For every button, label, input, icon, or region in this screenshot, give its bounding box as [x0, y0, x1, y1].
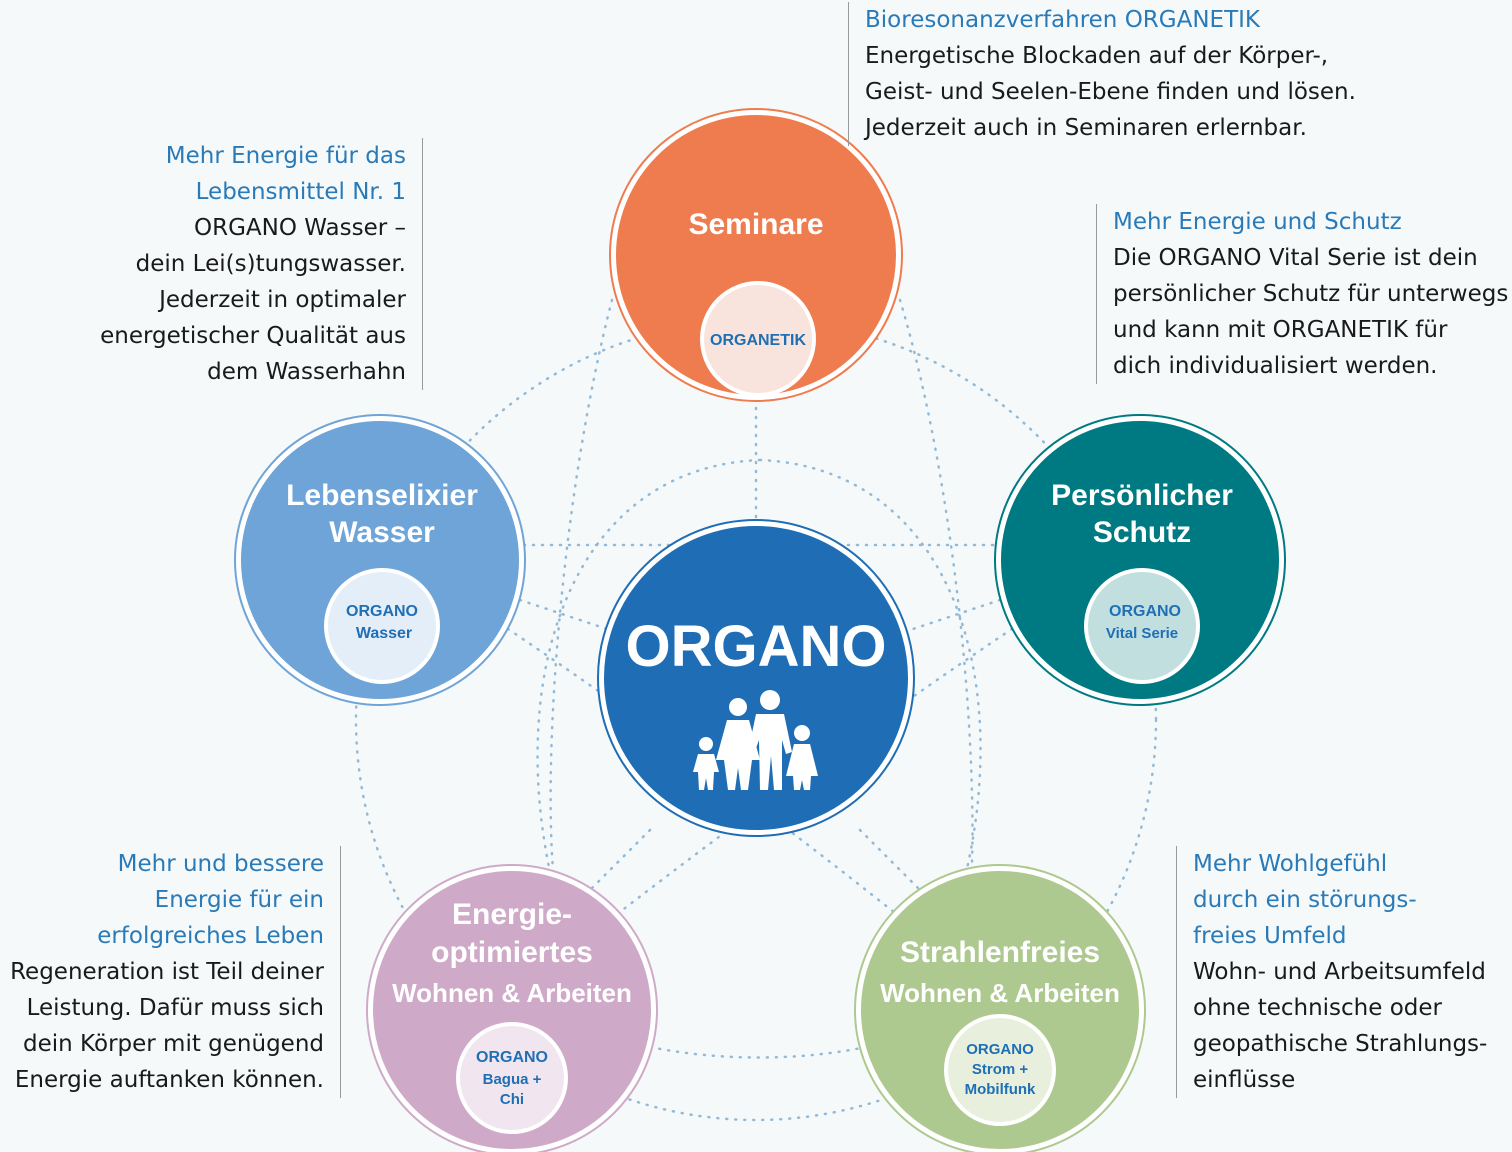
node-energie-inner-line3: Chi	[500, 1091, 524, 1108]
text-bottom-left-body-2: Leistung. Dafür muss sich	[26, 995, 324, 1021]
node-strahlen-inner-line2: Strom +	[972, 1061, 1029, 1078]
text-top-right-body-3: und kann mit ORGANETIK für	[1113, 317, 1448, 343]
center-title: ORGANO	[626, 614, 887, 679]
text-top-left-body-5: dem Wasserhahn	[207, 359, 406, 385]
node-energie-inner-line2: Bagua +	[483, 1071, 542, 1088]
text-top: Bioresonanzverfahren ORGANETIK Energetis…	[848, 2, 1385, 146]
text-bottom-left-heading-3: erfolgreiches Leben	[97, 923, 324, 949]
text-bottom-right-body-3: geopathische Strahlungs-	[1193, 1031, 1488, 1057]
text-bottom-right-body-2: ohne technische oder	[1193, 995, 1442, 1021]
node-wasser: Lebenselixier Wasser ORGANO Wasser	[234, 414, 526, 706]
text-bottom-right-heading-1: Mehr Wohlgefühl	[1193, 851, 1388, 877]
node-wasser-title-line1: Lebenselixier	[286, 479, 478, 512]
text-bottom-right-heading-3: freies Umfeld	[1193, 923, 1347, 949]
text-top-left-heading-2: Lebensmittel Nr. 1	[195, 179, 406, 205]
node-strahlen: Strahlenfreies Wohnen & Arbeiten ORGANO …	[854, 864, 1146, 1152]
text-bottom-left-body-1: Regeneration ist Teil deiner	[10, 959, 324, 985]
node-schutz-title-line1: Persönlicher	[1051, 479, 1233, 512]
text-bottom-right-heading-2: durch ein störungs-	[1193, 887, 1417, 913]
text-top-left-body-4: energetischer Qualität aus	[100, 323, 406, 349]
node-energie-title-line3: Wohnen & Arbeiten	[392, 978, 632, 1008]
node-schutz: Persönlicher Schutz ORGANO Vital Serie	[994, 414, 1286, 706]
node-seminare: Seminare ORGANETIK	[609, 108, 903, 402]
node-strahlen-inner-line3: Mobilfunk	[965, 1081, 1036, 1098]
text-top-left-heading-1: Mehr Energie für das	[165, 143, 406, 169]
node-strahlen-inner-line1: ORGANO	[966, 1041, 1034, 1058]
node-schutz-inner-line2: Vital Serie	[1106, 625, 1178, 642]
text-bottom-left-heading-2: Energie für ein	[154, 887, 324, 913]
text-top-body-1: Energetische Blockaden auf der Körper-,	[865, 43, 1329, 69]
text-top-body-3: Jederzeit auch in Seminaren erlernbar.	[865, 115, 1307, 141]
node-energie: Energie- optimiertes Wohnen & Arbeiten O…	[366, 864, 658, 1152]
family-icon	[693, 690, 818, 790]
node-schutz-inner-line1: ORGANO	[1109, 603, 1181, 620]
text-top-body-2: Geist- und Seelen-Ebene finden und lösen…	[865, 79, 1356, 105]
text-top-left-body-2: dein Lei(s)tungswasser.	[135, 251, 406, 277]
text-top-left-body-1: ORGANO Wasser –	[193, 215, 406, 241]
text-bottom-left: Mehr und bessere Energie für ein erfolgr…	[0, 846, 341, 1098]
node-wasser-title-line2: Wasser	[329, 516, 435, 549]
text-top-left-body-3: Jederzeit in optimaler	[159, 287, 406, 313]
node-wasser-inner-line1: ORGANO	[346, 603, 418, 620]
text-bottom-right-body-1: Wohn- und Arbeitsumfeld	[1193, 959, 1486, 985]
text-top-left: Mehr Energie für das Lebensmittel Nr. 1 …	[60, 138, 423, 390]
text-bottom-right: Mehr Wohlgefühl durch ein störungs- frei…	[1176, 846, 1512, 1098]
node-energie-title-line1: Energie-	[452, 898, 572, 931]
node-seminare-inner-label: ORGANETIK	[710, 332, 806, 349]
text-bottom-left-heading-1: Mehr und bessere	[117, 851, 324, 877]
node-energie-inner-line1: ORGANO	[476, 1049, 548, 1066]
node-strahlen-title-line1: Strahlenfreies	[900, 936, 1100, 969]
text-top-right-body-4: dich individualisiert werden.	[1113, 353, 1438, 379]
text-top-heading: Bioresonanzverfahren ORGANETIK	[865, 7, 1260, 33]
node-seminare-title: Seminare	[688, 208, 823, 241]
text-bottom-left-body-4: Energie auftanken können.	[14, 1067, 324, 1093]
node-energie-title-line2: optimiertes	[431, 936, 593, 969]
node-schutz-title-line2: Schutz	[1093, 516, 1191, 549]
text-bottom-left-body-3: dein Körper mit genügend	[23, 1031, 324, 1057]
node-center: ORGANO	[597, 519, 915, 837]
text-top-right-heading: Mehr Energie und Schutz	[1113, 209, 1402, 235]
text-top-right: Mehr Energie und Schutz Die ORGANO Vital…	[1096, 204, 1512, 384]
node-strahlen-title-line2: Wohnen & Arbeiten	[880, 978, 1120, 1008]
text-top-right-body-1: Die ORGANO Vital Serie ist dein	[1113, 245, 1478, 271]
text-bottom-right-body-4: einflüsse	[1193, 1067, 1296, 1093]
node-wasser-inner-line2: Wasser	[356, 625, 412, 642]
text-top-right-body-2: persönlicher Schutz für unterwegs	[1113, 281, 1509, 307]
